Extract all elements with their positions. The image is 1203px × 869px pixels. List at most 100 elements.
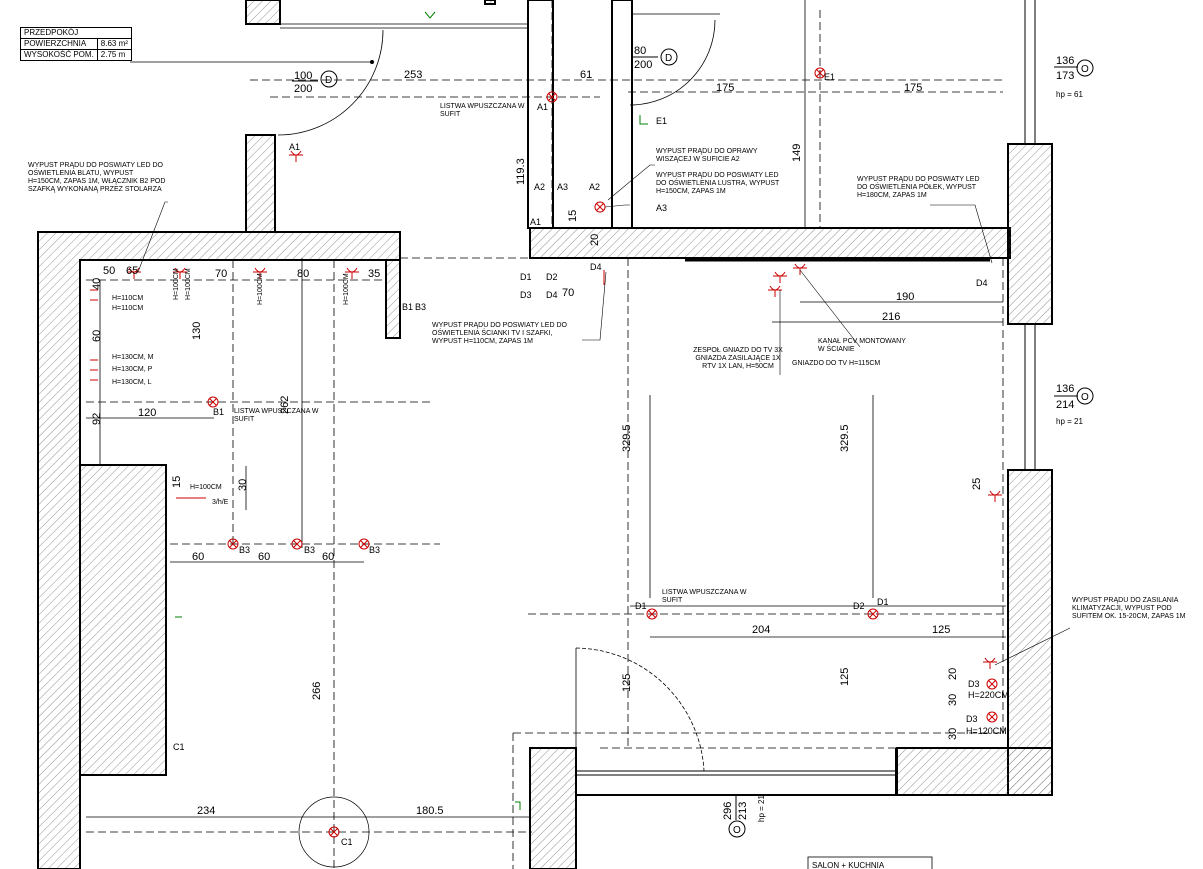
svg-text:125: 125 bbox=[621, 674, 633, 692]
svg-text:60: 60 bbox=[91, 330, 103, 342]
svg-text:60: 60 bbox=[192, 551, 204, 563]
svg-text:D3: D3 bbox=[520, 290, 532, 300]
svg-text:120: 120 bbox=[138, 407, 156, 419]
svg-text:D4: D4 bbox=[546, 290, 558, 300]
door-tag-2: 80 200 D bbox=[632, 45, 678, 71]
electrical-symbols bbox=[90, 67, 1003, 838]
svg-text:136: 136 bbox=[1056, 55, 1074, 67]
svg-text:80: 80 bbox=[634, 45, 646, 57]
svg-text:hp = 61: hp = 61 bbox=[1056, 90, 1083, 99]
windows bbox=[576, 0, 1036, 776]
svg-text:216: 216 bbox=[882, 311, 900, 323]
svg-text:15: 15 bbox=[171, 476, 183, 488]
svg-text:200: 200 bbox=[634, 59, 652, 71]
svg-text:70: 70 bbox=[215, 268, 227, 280]
svg-text:204: 204 bbox=[752, 624, 770, 636]
svg-text:D1: D1 bbox=[877, 597, 889, 607]
svg-text:30: 30 bbox=[947, 694, 959, 706]
svg-text:H=110CM: H=110CM bbox=[112, 305, 143, 312]
svg-text:30: 30 bbox=[237, 479, 249, 491]
svg-text:125: 125 bbox=[839, 668, 851, 686]
switch-symbols bbox=[175, 11, 648, 810]
svg-text:H=120CM: H=120CM bbox=[966, 726, 1007, 736]
svg-text:H=130CM, L: H=130CM, L bbox=[112, 379, 152, 386]
svg-text:253: 253 bbox=[404, 69, 422, 81]
svg-text:234: 234 bbox=[197, 805, 215, 817]
svg-text:D3: D3 bbox=[968, 679, 980, 689]
svg-text:262: 262 bbox=[279, 396, 291, 414]
svg-text:B3: B3 bbox=[415, 302, 426, 312]
svg-text:B1: B1 bbox=[402, 302, 413, 312]
svg-text:H=130CM, P: H=130CM, P bbox=[112, 366, 153, 373]
svg-text:100: 100 bbox=[294, 70, 312, 82]
svg-text:H=100CM: H=100CM bbox=[190, 484, 222, 491]
svg-text:25: 25 bbox=[971, 478, 983, 490]
svg-text:B3: B3 bbox=[239, 545, 250, 555]
svg-text:61: 61 bbox=[580, 69, 592, 81]
dimension-labels: 253 61 175 175 119.3 149 15 20 50 65 70 … bbox=[91, 69, 983, 817]
svg-text:200: 200 bbox=[294, 83, 312, 95]
svg-text:3/h/E: 3/h/E bbox=[212, 499, 229, 506]
svg-text:H=220CM: H=220CM bbox=[968, 690, 1009, 700]
svg-text:175: 175 bbox=[904, 82, 922, 94]
svg-text:136: 136 bbox=[1056, 383, 1074, 395]
svg-text:O: O bbox=[1081, 64, 1089, 75]
svg-text:D1: D1 bbox=[635, 601, 647, 611]
svg-text:H=100CM: H=100CM bbox=[185, 268, 192, 300]
svg-text:H=130CM, M: H=130CM, M bbox=[112, 354, 154, 361]
svg-text:60: 60 bbox=[322, 551, 334, 563]
svg-text:30: 30 bbox=[947, 728, 959, 740]
section-circle bbox=[298, 796, 370, 868]
room-label: SALON + KUCHNIA bbox=[812, 861, 885, 869]
svg-text:125: 125 bbox=[932, 624, 950, 636]
svg-text:C1: C1 bbox=[173, 742, 185, 752]
svg-text:80: 80 bbox=[297, 268, 309, 280]
svg-text:E1: E1 bbox=[824, 72, 835, 82]
svg-text:D: D bbox=[665, 53, 672, 64]
svg-text:A1: A1 bbox=[530, 217, 541, 227]
svg-text:40: 40 bbox=[91, 278, 103, 290]
svg-text:50: 50 bbox=[103, 265, 115, 277]
svg-text:hp = 21: hp = 21 bbox=[1056, 417, 1083, 426]
svg-text:60: 60 bbox=[258, 551, 270, 563]
svg-text:119.3: 119.3 bbox=[515, 158, 527, 185]
svg-text:A1: A1 bbox=[537, 102, 548, 112]
window-tag-3: 296 213 O hp = 21 bbox=[722, 795, 766, 838]
svg-text:O: O bbox=[733, 825, 741, 836]
interior-lines bbox=[280, 0, 1006, 869]
svg-text:A2: A2 bbox=[589, 182, 600, 192]
svg-text:D3: D3 bbox=[966, 714, 978, 724]
svg-text:D2: D2 bbox=[546, 272, 558, 282]
svg-text:D: D bbox=[325, 75, 332, 86]
svg-text:A2: A2 bbox=[534, 182, 545, 192]
height-value: 2.75 m bbox=[96, 49, 132, 61]
note-leaders bbox=[137, 164, 1071, 666]
svg-text:H=100CM: H=100CM bbox=[173, 268, 180, 300]
svg-text:180.5: 180.5 bbox=[416, 805, 444, 817]
door-swings bbox=[277, 19, 716, 772]
svg-text:B1: B1 bbox=[213, 407, 224, 417]
svg-text:D2: D2 bbox=[853, 601, 865, 611]
svg-text:214: 214 bbox=[1056, 399, 1074, 411]
walls bbox=[37, 0, 1053, 869]
svg-text:C1: C1 bbox=[341, 837, 353, 847]
svg-text:A1: A1 bbox=[289, 142, 300, 152]
svg-text:70: 70 bbox=[562, 287, 574, 299]
svg-text:D4: D4 bbox=[976, 278, 988, 288]
svg-text:130: 130 bbox=[191, 322, 203, 340]
svg-text:296: 296 bbox=[722, 802, 734, 820]
dimension-lines bbox=[86, 257, 1006, 818]
svg-text:D4: D4 bbox=[590, 262, 602, 272]
svg-text:15: 15 bbox=[567, 210, 579, 222]
svg-text:213: 213 bbox=[737, 802, 749, 820]
window-tag-2: 136 214 O hp = 21 bbox=[1054, 383, 1094, 426]
svg-text:B3: B3 bbox=[369, 545, 380, 555]
svg-text:E1: E1 bbox=[656, 116, 667, 126]
svg-text:hp = 21: hp = 21 bbox=[757, 795, 766, 822]
height-labels: H=110CM H=110CM H=130CM, M H=130CM, P H=… bbox=[112, 268, 1009, 736]
svg-text:173: 173 bbox=[1056, 70, 1074, 82]
svg-text:175: 175 bbox=[716, 82, 734, 94]
svg-text:H=110CM: H=110CM bbox=[112, 295, 143, 302]
door-tag-1: 100 200 D bbox=[292, 70, 338, 95]
